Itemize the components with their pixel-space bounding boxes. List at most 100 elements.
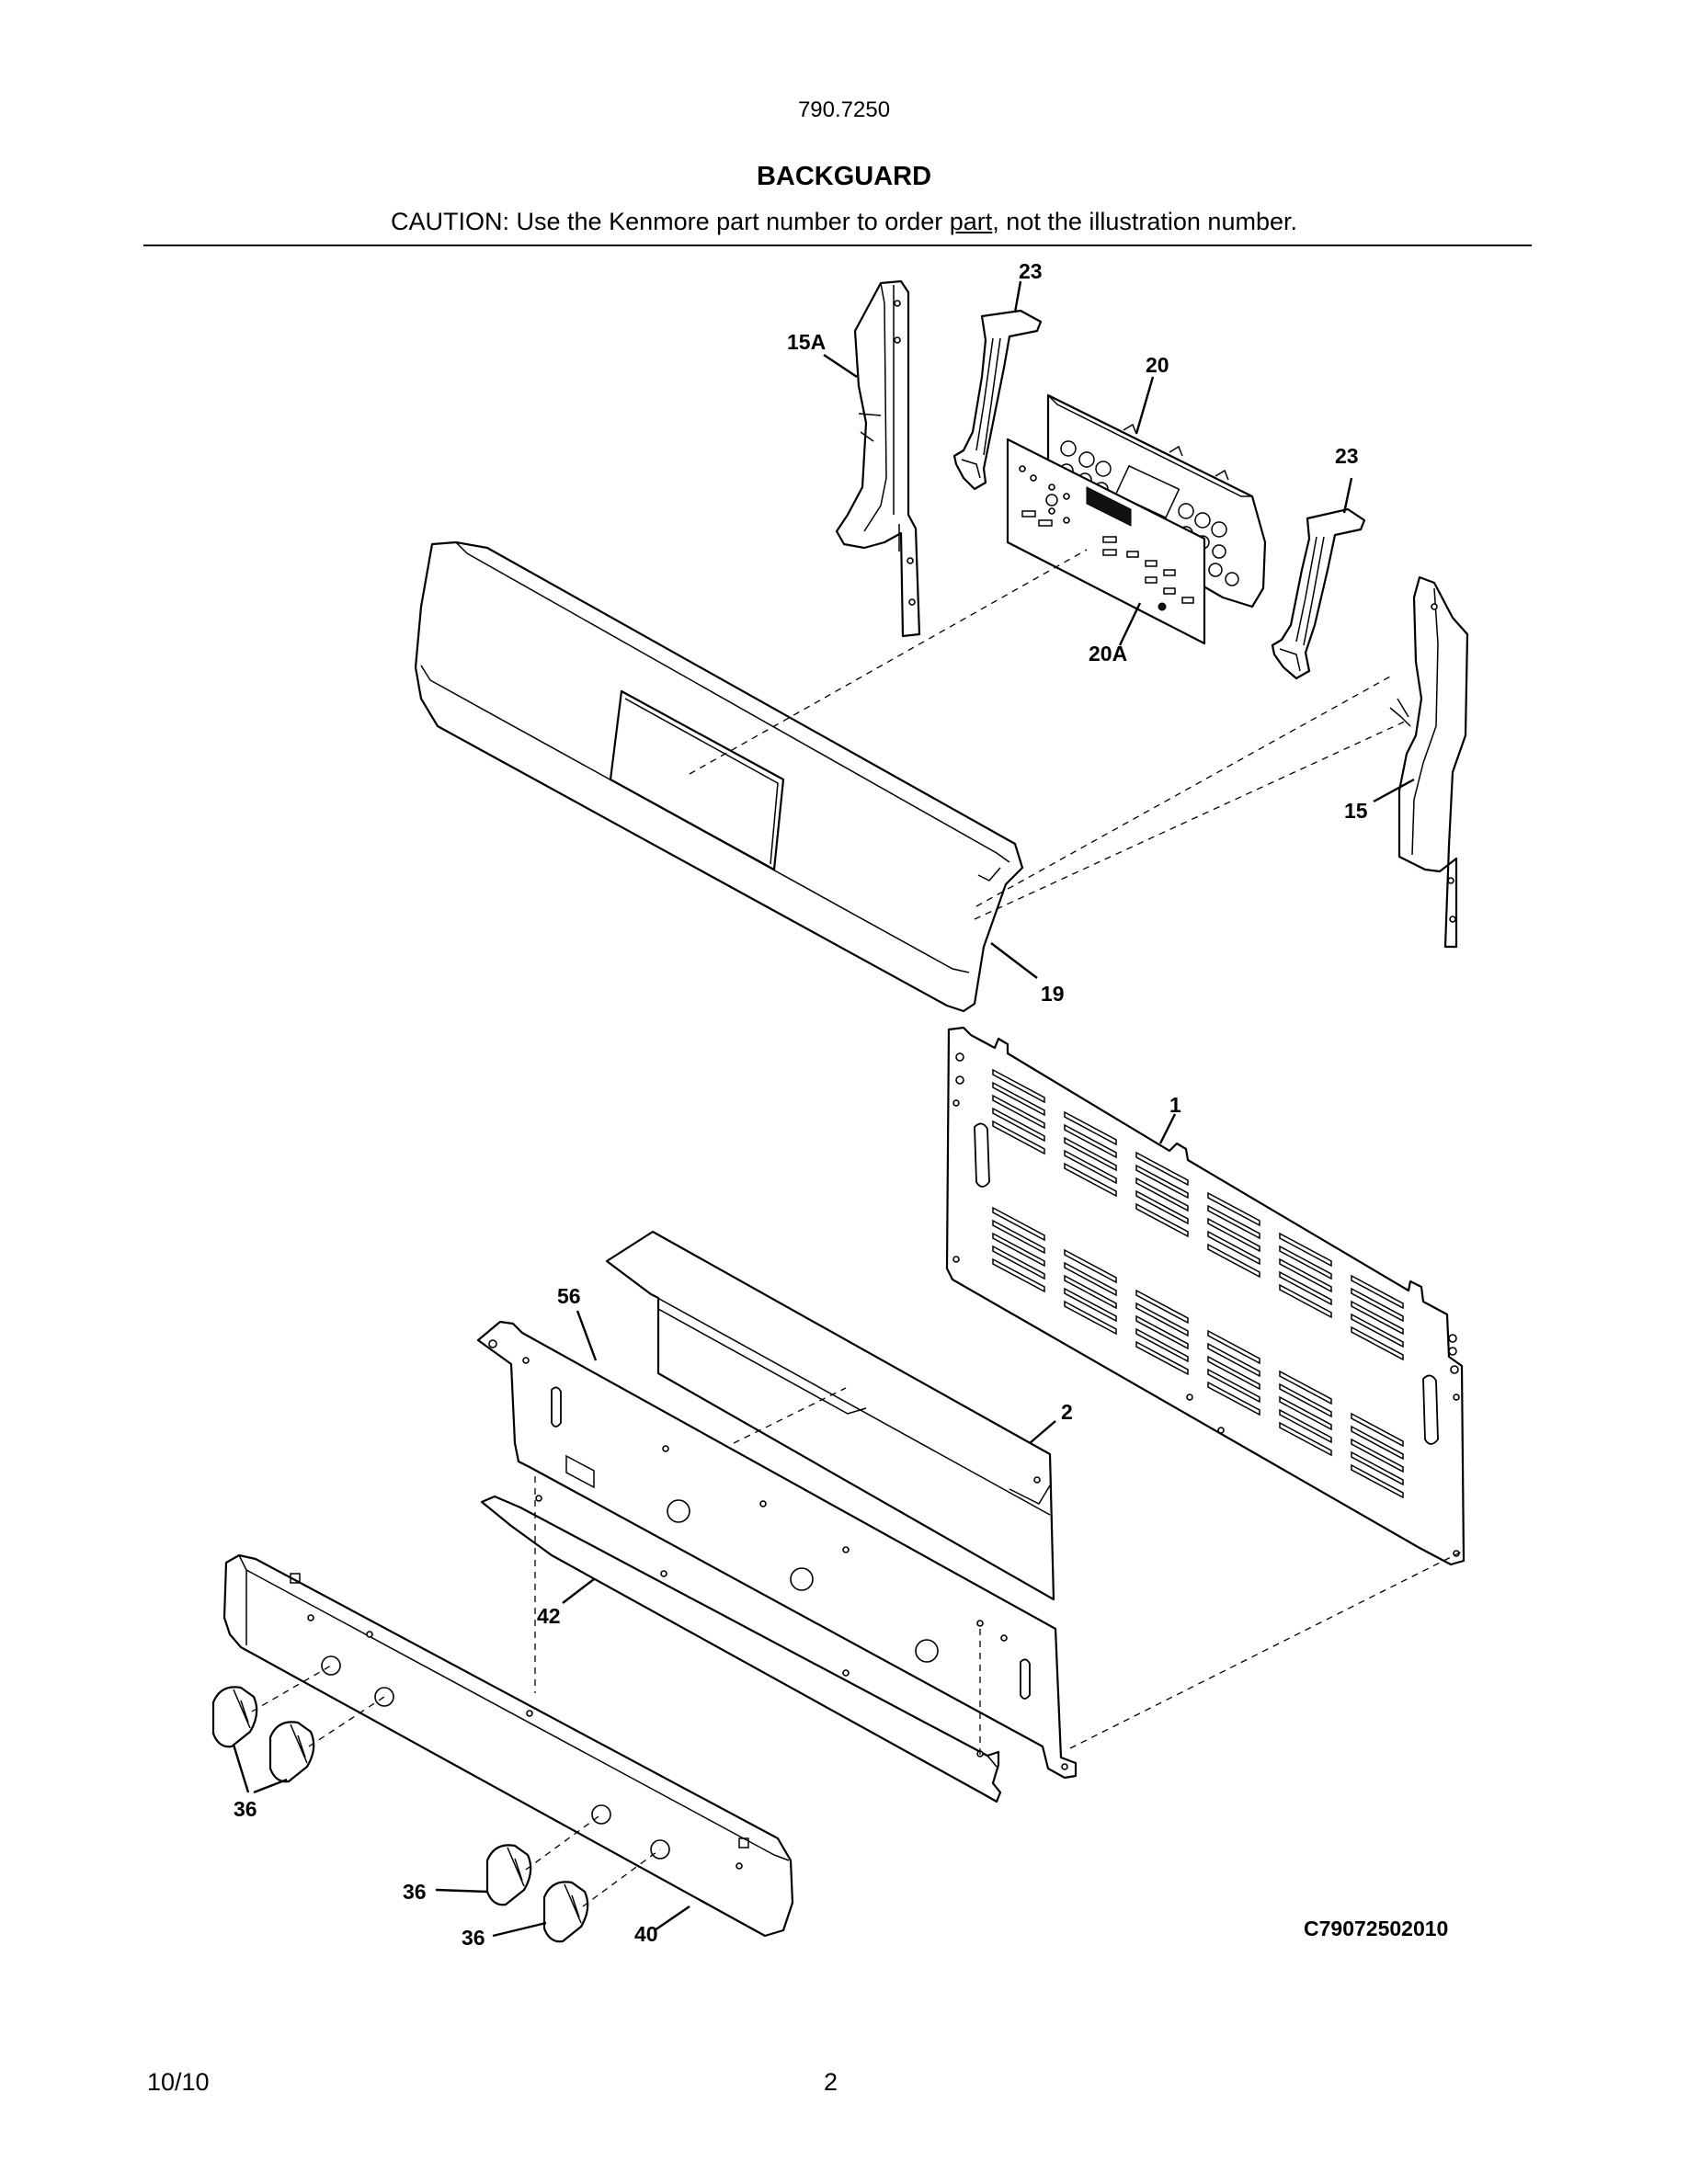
louver-slot xyxy=(1207,1329,1260,1365)
callout-20: 20 xyxy=(1146,353,1169,377)
louver-slot xyxy=(1207,1381,1260,1416)
louver-slot xyxy=(1351,1287,1404,1323)
louver-slot xyxy=(992,1068,1045,1104)
louver-slot xyxy=(1351,1450,1404,1486)
louver-slot xyxy=(1064,1162,1117,1198)
callout-36-bottom: 36 xyxy=(462,1926,485,1950)
louver-slot xyxy=(1207,1217,1260,1253)
louver-slot xyxy=(1135,1314,1189,1350)
callout-15A: 15A xyxy=(787,330,826,354)
part-36-knob-2 xyxy=(268,1721,315,1783)
callout-leader-lines xyxy=(232,280,1415,1938)
louver-slot xyxy=(992,1094,1045,1130)
part-40-control-panel xyxy=(222,1553,794,1938)
louver-slot xyxy=(1064,1123,1117,1159)
louver-slot xyxy=(1135,1340,1189,1376)
louver-slot xyxy=(1351,1274,1404,1310)
part-23-top-clip xyxy=(952,309,1043,491)
louver-slot xyxy=(1207,1230,1260,1266)
callout-20A: 20A xyxy=(1089,642,1127,665)
part-15-right-bracket xyxy=(1389,575,1469,949)
model-number: 790.7250 xyxy=(797,97,891,122)
louver-slot xyxy=(992,1107,1045,1143)
part-2-heat-shield xyxy=(605,1230,1055,1601)
callout-15: 15 xyxy=(1344,799,1368,823)
part-36-knob-1 xyxy=(211,1686,258,1748)
louver-slot xyxy=(1064,1110,1117,1146)
callout-56: 56 xyxy=(557,1284,581,1308)
page-number: 2 xyxy=(824,2068,838,2096)
callout-36-mid: 36 xyxy=(403,1880,427,1904)
part-19-backguard-panel xyxy=(414,540,1024,1013)
louver-slot xyxy=(1351,1463,1404,1499)
part-36-knob-4 xyxy=(542,1881,589,1943)
callout-labels: 23 15A 20 23 20A 15 19 1 56 2 42 36 36 3… xyxy=(234,259,1368,1950)
diagram-code: C79072502010 xyxy=(1304,1917,1448,1940)
part-56-manifold-panel xyxy=(476,1320,1078,1780)
louver-slot xyxy=(1351,1313,1404,1348)
louver-slot xyxy=(1279,1421,1332,1457)
louver-slot xyxy=(1279,1270,1332,1306)
louver-slot xyxy=(992,1232,1045,1268)
part-23-right-clip xyxy=(1271,507,1366,680)
callout-42: 42 xyxy=(537,1604,561,1628)
louver-slot xyxy=(1279,1232,1332,1268)
louver-slot xyxy=(1064,1149,1117,1185)
part-15A-left-bracket xyxy=(835,279,921,638)
louver-slot xyxy=(1135,1189,1189,1225)
callout-23-right: 23 xyxy=(1335,444,1359,468)
louver-slot xyxy=(1207,1191,1260,1227)
louver-slot xyxy=(1207,1243,1260,1279)
louver-slot xyxy=(1207,1355,1260,1391)
callout-19: 19 xyxy=(1041,982,1065,1006)
louver-slot xyxy=(992,1081,1045,1117)
part-36-knob-3 xyxy=(485,1844,532,1906)
louver-slot xyxy=(992,1206,1045,1242)
louver-slot xyxy=(992,1120,1045,1155)
backguard-display-window xyxy=(609,689,785,871)
louver-slot xyxy=(1064,1261,1117,1297)
header-divider xyxy=(143,245,1532,246)
louver-slot xyxy=(1279,1257,1332,1293)
louver-slot xyxy=(1135,1151,1189,1187)
louver-slot xyxy=(1207,1342,1260,1378)
louver-slot xyxy=(1064,1248,1117,1284)
louver-slot xyxy=(1351,1425,1404,1461)
footer-date: 10/10 xyxy=(147,2068,210,2096)
part-1-rear-panel xyxy=(945,1026,1466,1566)
louver-slot xyxy=(1135,1289,1189,1325)
louver-slot xyxy=(1351,1412,1404,1448)
caution-text-start: CAUTION: Use the Kenmore part number to … xyxy=(391,208,950,235)
louver-slot xyxy=(1279,1408,1332,1444)
louver-slot xyxy=(1064,1274,1117,1310)
louver-slot xyxy=(1279,1283,1332,1319)
louver-slot xyxy=(1279,1245,1332,1280)
callout-40: 40 xyxy=(634,1922,658,1946)
louver-slot xyxy=(1279,1382,1332,1418)
louver-slot xyxy=(1207,1204,1260,1240)
louver-slot xyxy=(1135,1164,1189,1200)
louver-slot xyxy=(1064,1300,1117,1336)
rear-panel-louvers xyxy=(992,1068,1404,1499)
louver-slot xyxy=(992,1257,1045,1293)
louver-slot xyxy=(1207,1368,1260,1404)
page-title: BACKGUARD xyxy=(756,162,932,191)
louver-slot xyxy=(1064,1136,1117,1172)
callout-2: 2 xyxy=(1061,1400,1073,1424)
louver-slot xyxy=(1351,1438,1404,1473)
assembly-dashed-lines xyxy=(251,549,1463,1907)
louver-slot xyxy=(992,1219,1045,1255)
louver-slot xyxy=(1351,1300,1404,1336)
louver-slot xyxy=(1279,1395,1332,1431)
louver-slot xyxy=(1135,1177,1189,1212)
louver-slot xyxy=(1351,1325,1404,1361)
caution-text-end: , not the illustration number. xyxy=(992,208,1297,235)
louver-slot xyxy=(1135,1302,1189,1337)
part-20A-keypad-overlay xyxy=(1006,438,1206,645)
part-42-trim-strip xyxy=(480,1495,1002,1803)
louver-slot xyxy=(992,1245,1045,1280)
keypad-buttons xyxy=(1019,465,1194,611)
louver-slot xyxy=(1135,1202,1189,1238)
callout-1: 1 xyxy=(1169,1093,1181,1117)
